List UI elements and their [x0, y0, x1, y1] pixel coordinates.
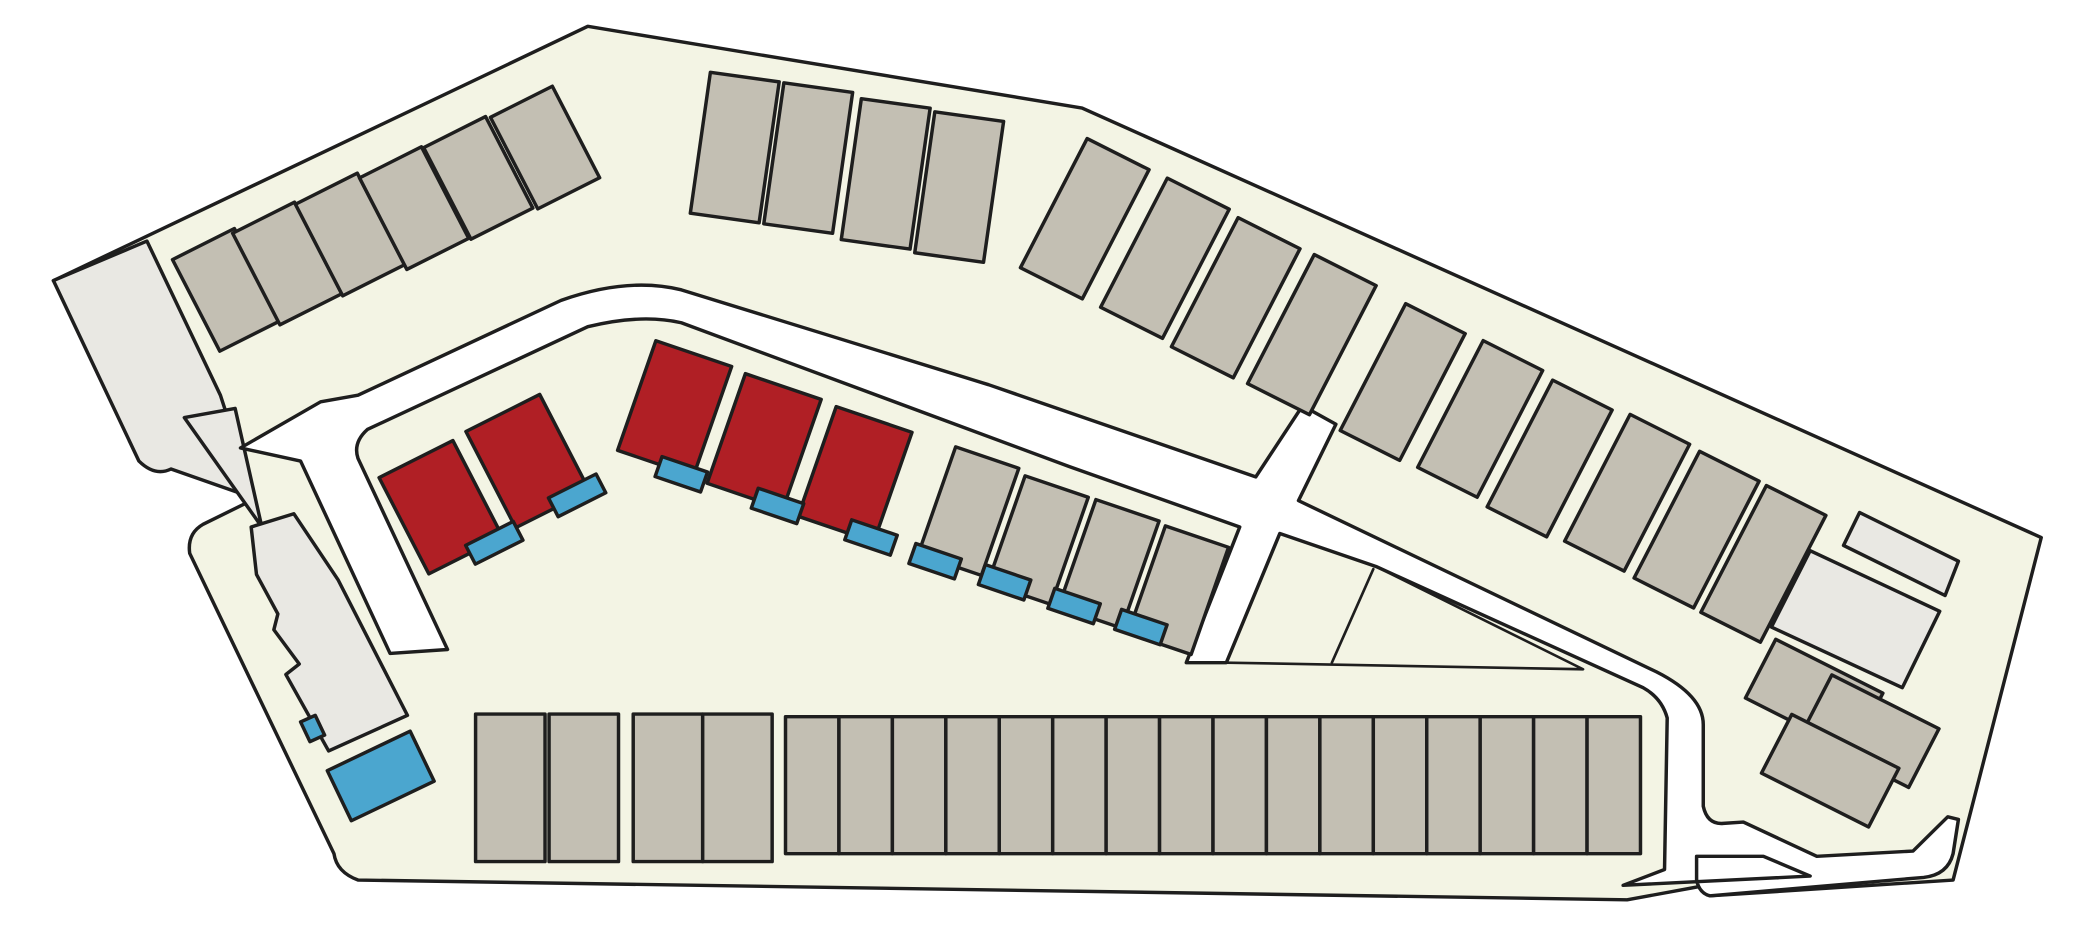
house-plot-11[interactable]	[1018, 136, 1151, 301]
plot-divider-a	[1225, 532, 1282, 664]
house-plot-8[interactable]	[762, 81, 855, 236]
house-plot-34[interactable]	[547, 712, 621, 864]
house-plot-39[interactable]	[890, 714, 948, 856]
garage-plot-6[interactable]	[907, 541, 964, 581]
house-plot-50[interactable]	[1478, 714, 1536, 856]
house-plot-highlighted-27[interactable]	[705, 371, 823, 511]
house-plot-12[interactable]	[1098, 176, 1231, 341]
road-main-loop	[238, 283, 1961, 898]
house-plot-33[interactable]	[473, 712, 547, 864]
house-plot-36[interactable]	[700, 712, 774, 864]
garage-plot-1[interactable]	[463, 519, 525, 566]
house-plot-44[interactable]	[1157, 714, 1215, 856]
house-plot-37[interactable]	[783, 714, 841, 856]
garage-plot-4[interactable]	[749, 486, 806, 526]
garage-plot-5[interactable]	[843, 518, 899, 557]
garage-plot-7[interactable]	[976, 562, 1033, 602]
garage-plot-8[interactable]	[1046, 586, 1103, 626]
house-plot-41[interactable]	[997, 714, 1055, 856]
house-plot-10[interactable]	[913, 110, 1006, 265]
house-plot-47[interactable]	[1318, 714, 1376, 856]
house-plot-38[interactable]	[837, 714, 895, 856]
garage-plots	[463, 454, 1169, 647]
house-plot-5[interactable]	[421, 114, 535, 241]
house-plot-51[interactable]	[1531, 714, 1589, 856]
house-plot-7[interactable]	[688, 70, 781, 225]
house-plot-40[interactable]	[944, 714, 1001, 856]
house-plot-15[interactable]	[1338, 301, 1467, 463]
house-plot-13[interactable]	[1169, 215, 1302, 380]
house-plot-45[interactable]	[1211, 714, 1269, 856]
garage-plot-3[interactable]	[653, 454, 710, 494]
amenity-triangle	[182, 406, 264, 529]
garage-plot-9[interactable]	[1112, 607, 1169, 647]
house-plot-48[interactable]	[1371, 714, 1429, 856]
amenity-areas	[51, 239, 1961, 753]
house-plot-17[interactable]	[1485, 378, 1614, 539]
blue-shed[interactable]	[298, 713, 327, 744]
house-plots	[170, 70, 1941, 864]
house-plot-14[interactable]	[1245, 252, 1378, 417]
house-plot-43[interactable]	[1104, 714, 1162, 856]
amenity-east-a	[1841, 510, 1961, 598]
house-plot-18[interactable]	[1562, 412, 1692, 573]
plot-divider-b	[1330, 567, 1375, 664]
house-plot-23[interactable]	[1759, 712, 1901, 829]
house-plot-35[interactable]	[631, 712, 705, 864]
house-plot-9[interactable]	[839, 96, 932, 251]
house-plot-52[interactable]	[1585, 714, 1643, 856]
house-plot-42[interactable]	[1050, 714, 1108, 856]
amenity-east-b	[1769, 548, 1942, 690]
blue-parking-block[interactable]	[325, 729, 436, 823]
road-east-drive	[1225, 565, 1585, 671]
house-plot-6[interactable]	[488, 84, 602, 211]
roads	[238, 283, 1961, 898]
house-plot-19[interactable]	[1632, 449, 1761, 610]
house-plot-highlighted-26[interactable]	[615, 339, 734, 478]
house-plot-16[interactable]	[1415, 338, 1545, 499]
house-plot-46[interactable]	[1264, 714, 1322, 856]
house-plot-20[interactable]	[1699, 483, 1828, 644]
house-plot-highlighted-28[interactable]	[796, 404, 914, 544]
house-plot-49[interactable]	[1425, 714, 1482, 856]
amenity-block-west	[249, 512, 410, 753]
garage-plot-2[interactable]	[546, 472, 608, 519]
